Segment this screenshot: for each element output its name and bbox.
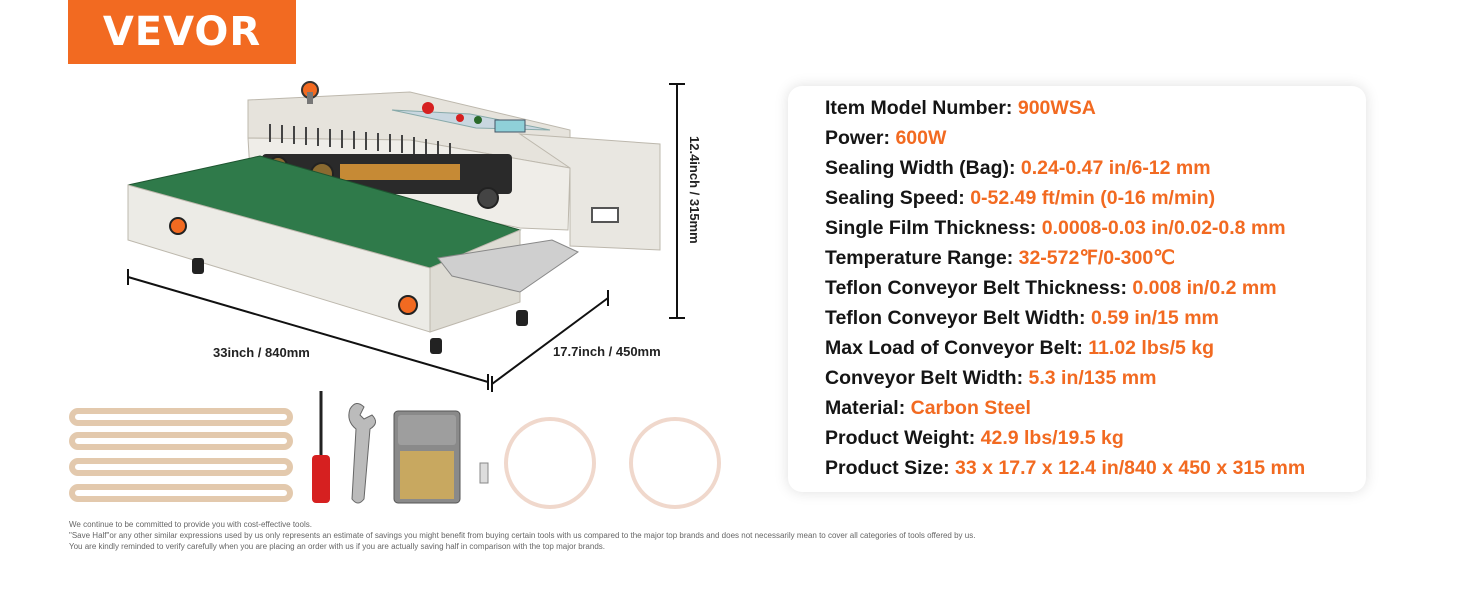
spec-row: Single Film Thickness: 0.0008-0.03 in/0.… xyxy=(825,218,1366,248)
spec-label: Product Weight: xyxy=(825,427,981,449)
vevor-logo: VEVOR xyxy=(68,0,296,64)
spec-row: Teflon Conveyor Belt Width: 0.59 in/15 m… xyxy=(825,308,1366,338)
spec-label: Item Model Number: xyxy=(825,97,1018,119)
spec-label: Teflon Conveyor Belt Thickness: xyxy=(825,277,1133,299)
spec-label: Max Load of Conveyor Belt: xyxy=(825,337,1089,359)
spec-label: Power: xyxy=(825,127,896,149)
spec-row: Product Size: 33 x 17.7 x 12.4 in/840 x … xyxy=(825,458,1366,488)
spec-value: Carbon Steel xyxy=(910,397,1031,419)
spec-row: Sealing Width (Bag): 0.24-0.47 in/6-12 m… xyxy=(825,158,1366,188)
height-dimension-label: 12.4inch / 315mm xyxy=(687,136,702,244)
spec-value: 0.0008-0.03 in/0.02-0.8 mm xyxy=(1041,217,1286,239)
spec-row: Sealing Speed: 0-52.49 ft/min (0-16 m/mi… xyxy=(825,188,1366,218)
spec-value: 0.008 in/0.2 mm xyxy=(1132,277,1277,299)
spec-row: Teflon Conveyor Belt Thickness: 0.008 in… xyxy=(825,278,1366,308)
spec-label: Sealing Speed: xyxy=(825,187,971,209)
spec-value: 42.9 lbs/19.5 kg xyxy=(980,427,1124,449)
width-dimension-label: 17.7inch / 450mm xyxy=(553,344,661,359)
round-belt-icon xyxy=(504,417,596,509)
spec-label: Single Film Thickness: xyxy=(825,217,1042,239)
spec-label: Material: xyxy=(825,397,911,419)
spec-row: Product Weight: 42.9 lbs/19.5 kg xyxy=(825,428,1366,458)
spec-row: Material: Carbon Steel xyxy=(825,398,1366,428)
spec-label: Product Size: xyxy=(825,457,956,479)
spec-value: 11.02 lbs/5 kg xyxy=(1088,337,1215,359)
spec-value: 900WSA xyxy=(1017,97,1096,119)
spec-value: 0.24-0.47 in/6-12 mm xyxy=(1020,157,1211,179)
disclaimer-line-2: "Save Half"or any other similar expressi… xyxy=(69,531,976,540)
spec-label: Sealing Width (Bag): xyxy=(825,157,1021,179)
disclaimer-line-1: We continue to be committed to provide y… xyxy=(69,520,312,529)
spec-value: 600W xyxy=(895,127,947,149)
screwdriver-icon xyxy=(312,455,330,503)
disclaimer-line-3: You are kindly reminded to verify carefu… xyxy=(69,542,605,551)
spec-row: Max Load of Conveyor Belt: 11.02 lbs/5 k… xyxy=(825,338,1366,368)
emergency-stop-icon xyxy=(422,102,434,114)
accessories-image xyxy=(69,391,721,509)
spec-value: 0-52.49 ft/min (0-16 m/min) xyxy=(970,187,1216,209)
spec-row: Conveyor Belt Width: 5.3 in/135 mm xyxy=(825,368,1366,398)
spec-value: 32-572℉/0-300℃ xyxy=(1018,247,1176,269)
spec-label: Teflon Conveyor Belt Width: xyxy=(825,307,1091,329)
spec-row: Item Model Number: 900WSA xyxy=(825,98,1366,128)
spec-label: Conveyor Belt Width: xyxy=(825,367,1029,389)
spec-value: 5.3 in/135 mm xyxy=(1028,367,1157,389)
spec-value: 0.59 in/15 mm xyxy=(1090,307,1219,329)
disclaimer: We continue to be committed to provide y… xyxy=(69,519,975,552)
round-belt-icon-2 xyxy=(629,417,721,509)
wrench-icon xyxy=(348,403,376,504)
spec-label: Temperature Range: xyxy=(825,247,1019,269)
band-sealer-machine-image xyxy=(127,81,685,392)
length-dimension-label: 33inch / 840mm xyxy=(213,345,310,360)
spec-row: Power: 600W xyxy=(825,128,1366,158)
logo-text: VEVOR xyxy=(102,9,262,55)
spec-row: Temperature Range: 32-572℉/0-300℃ xyxy=(825,248,1366,278)
spec-value: 33 x 17.7 x 12.4 in/840 x 450 x 315 mm xyxy=(955,457,1306,479)
